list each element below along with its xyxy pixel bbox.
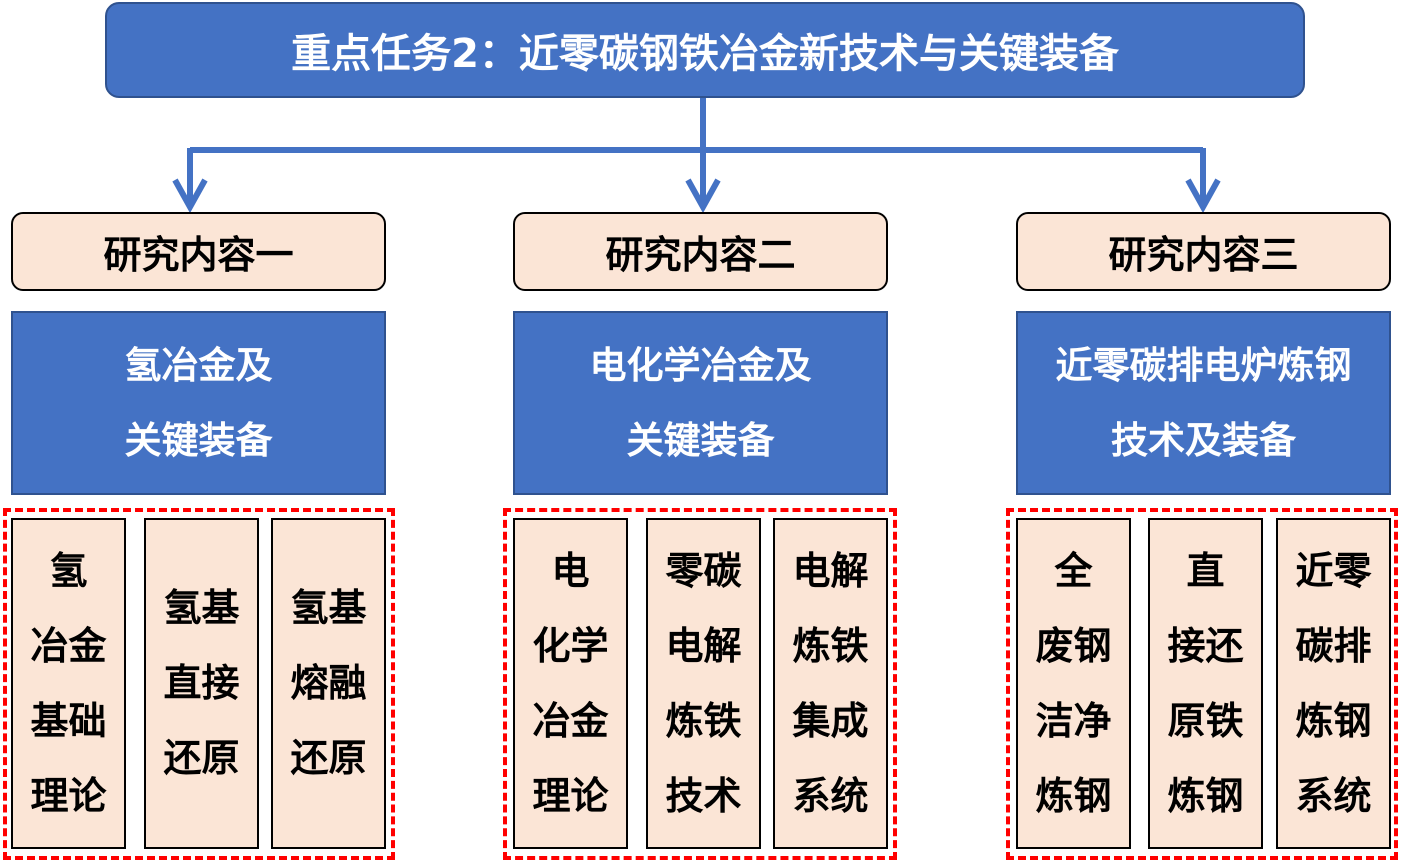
topic-line: 电化学冶金及: [589, 344, 812, 387]
research-topic-box: 近零碳排电炉炼钢技术及装备: [1016, 311, 1391, 495]
subtopic-line: 氢基: [290, 586, 367, 630]
subtopic-line: 电: [551, 548, 590, 593]
topic-line: 氢冶金及: [124, 344, 273, 387]
subtopic-line: 全: [1054, 548, 1093, 593]
subtopic-line: 原铁: [1167, 698, 1244, 743]
subtopic-line: 炼钢: [1295, 698, 1372, 743]
research-content-header: 研究内容一: [11, 212, 386, 291]
subtopic-line: 技术: [665, 773, 742, 818]
topic-line: 近零碳排电炉炼钢: [1055, 344, 1352, 387]
subtopic-line: 集成: [792, 698, 869, 743]
subtopic-line: 废钢: [1035, 623, 1112, 668]
subtopic-box: 氢冶金基础理论: [11, 518, 126, 849]
subtopic-line: 冶金: [30, 623, 107, 668]
topic-line: 关键装备: [626, 419, 775, 462]
research-content-header: 研究内容三: [1016, 212, 1391, 291]
subtopic-line: 洁净: [1035, 698, 1112, 743]
subtopic-line: 炼钢: [1035, 773, 1112, 818]
subtopic-box: 全废钢洁净炼钢: [1016, 518, 1131, 849]
subtopic-line: 炼铁: [665, 698, 742, 743]
subtopic-line: 基础: [30, 698, 107, 743]
subtopic-line: 氢: [49, 548, 88, 593]
subtopic-line: 系统: [1295, 773, 1372, 818]
subtopic-line: 氢基: [163, 586, 240, 630]
subtopic-line: 接还: [1167, 623, 1244, 668]
subtopic-box: 氢基直接还原: [144, 518, 259, 849]
subtopic-line: 电解: [792, 548, 869, 593]
topic-line: 技术及装备: [1111, 419, 1296, 462]
subtopic-line: 直接: [163, 661, 240, 705]
topic-line: 关键装备: [124, 419, 273, 462]
subtopic-box: 零碳电解炼铁技术: [646, 518, 761, 849]
subtopic-line: 系统: [792, 773, 869, 818]
subtopic-line: 还原: [163, 736, 240, 780]
subtopic-box: 近零碳排炼钢系统: [1276, 518, 1391, 849]
subtopic-line: 熔融: [290, 661, 367, 705]
subtopic-line: 化学: [532, 623, 609, 668]
research-content-header: 研究内容二: [513, 212, 888, 291]
subtopic-line: 还原: [290, 736, 367, 780]
subtopic-line: 零碳: [665, 548, 742, 593]
subtopic-box: 氢基熔融还原: [271, 518, 386, 849]
main-task-title: 重点任务2：近零碳钢铁冶金新技术与关键装备: [105, 2, 1305, 98]
subtopic-group-dashed-border: [503, 508, 897, 860]
subtopic-group-dashed-border: [1006, 508, 1398, 860]
subtopic-line: 炼钢: [1167, 773, 1244, 818]
subtopic-box: 直接还原铁炼钢: [1148, 518, 1263, 849]
subtopic-line: 电解: [665, 623, 742, 668]
subtopic-line: 理论: [30, 773, 107, 818]
subtopic-box: 电解炼铁集成系统: [773, 518, 888, 849]
research-topic-box: 电化学冶金及关键装备: [513, 311, 888, 495]
subtopic-line: 碳排: [1295, 623, 1372, 668]
subtopic-group-dashed-border: [3, 508, 395, 860]
subtopic-line: 理论: [532, 773, 609, 818]
subtopic-line: 近零: [1295, 548, 1372, 593]
subtopic-line: 冶金: [532, 698, 609, 743]
subtopic-box: 电化学冶金理论: [513, 518, 628, 849]
research-topic-box: 氢冶金及关键装备: [11, 311, 386, 495]
subtopic-line: 直: [1186, 548, 1225, 593]
subtopic-line: 炼铁: [792, 623, 869, 668]
